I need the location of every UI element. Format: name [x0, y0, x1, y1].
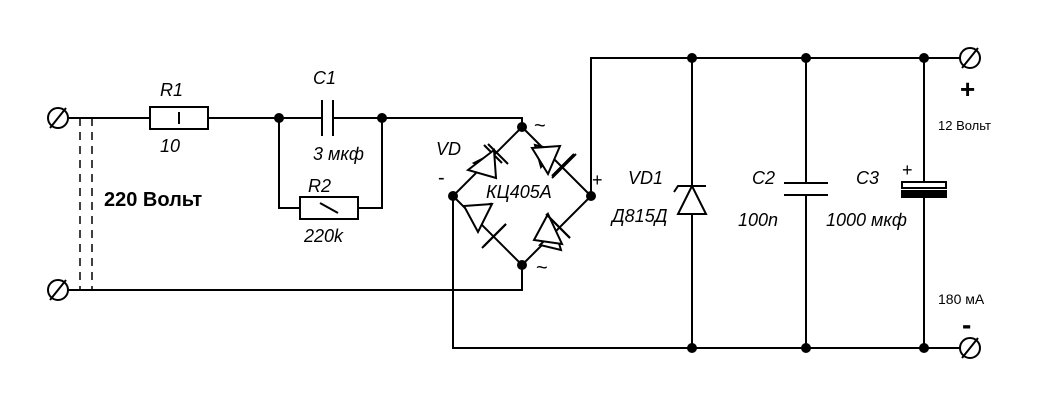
- c3-value: 1000 мкф: [826, 210, 907, 230]
- capacitor-c3: [901, 181, 947, 198]
- bridge-minus-label: -: [438, 167, 445, 189]
- wire-into-bridge-top: [450, 117, 523, 127]
- diode-bridge: [451, 125, 593, 267]
- c3-plus-label: +: [902, 160, 913, 180]
- wire-bridge-plus: [590, 57, 692, 196]
- resistor-r2: [299, 196, 359, 220]
- output-voltage-label: 12 Вольт: [938, 118, 991, 133]
- wire-r2-branch-right: [358, 118, 383, 209]
- ac-top-label: ~: [534, 115, 546, 137]
- capacitor-c1: [321, 100, 334, 136]
- wire-input-bottom: [68, 265, 523, 291]
- r1-name: R1: [160, 80, 183, 100]
- c1-value: 3 мкф: [313, 144, 364, 164]
- output-minus-label: -: [962, 309, 971, 340]
- input-terminal-bottom: [47, 279, 69, 301]
- capacitor-c2: [784, 182, 828, 196]
- vd-name: VD: [436, 139, 461, 159]
- output-terminal-minus: [959, 337, 981, 359]
- vd1-value: Д815Д: [610, 206, 668, 226]
- c2-name: C2: [752, 168, 775, 188]
- input-voltage-label: 220 Вольт: [104, 189, 202, 211]
- output-terminal-plus: [959, 47, 981, 69]
- input-cable-dashed: [79, 118, 93, 290]
- output-current-label: 180 мА: [938, 291, 985, 307]
- c1-name: C1: [313, 68, 336, 88]
- r2-value: 220k: [303, 226, 344, 246]
- input-terminal-top: [47, 107, 69, 129]
- c3-name: C3: [856, 168, 879, 188]
- junction-dots: [274, 53, 929, 353]
- c2-value: 100n: [738, 210, 778, 230]
- r1-value: 10: [160, 136, 180, 156]
- r2-name: R2: [308, 176, 331, 196]
- zener-diode-vd1: [673, 183, 708, 215]
- ac-bottom-label: ~: [536, 257, 548, 279]
- bridge-plus-label: +: [592, 170, 603, 190]
- resistor-r1: [149, 106, 209, 130]
- wire-bridge-minus: [452, 196, 692, 349]
- wire-r2-branch: [278, 118, 300, 209]
- output-plus-label: +: [960, 74, 975, 104]
- bridge-name: КЦ405А: [486, 182, 552, 202]
- vd1-name: VD1: [628, 168, 663, 188]
